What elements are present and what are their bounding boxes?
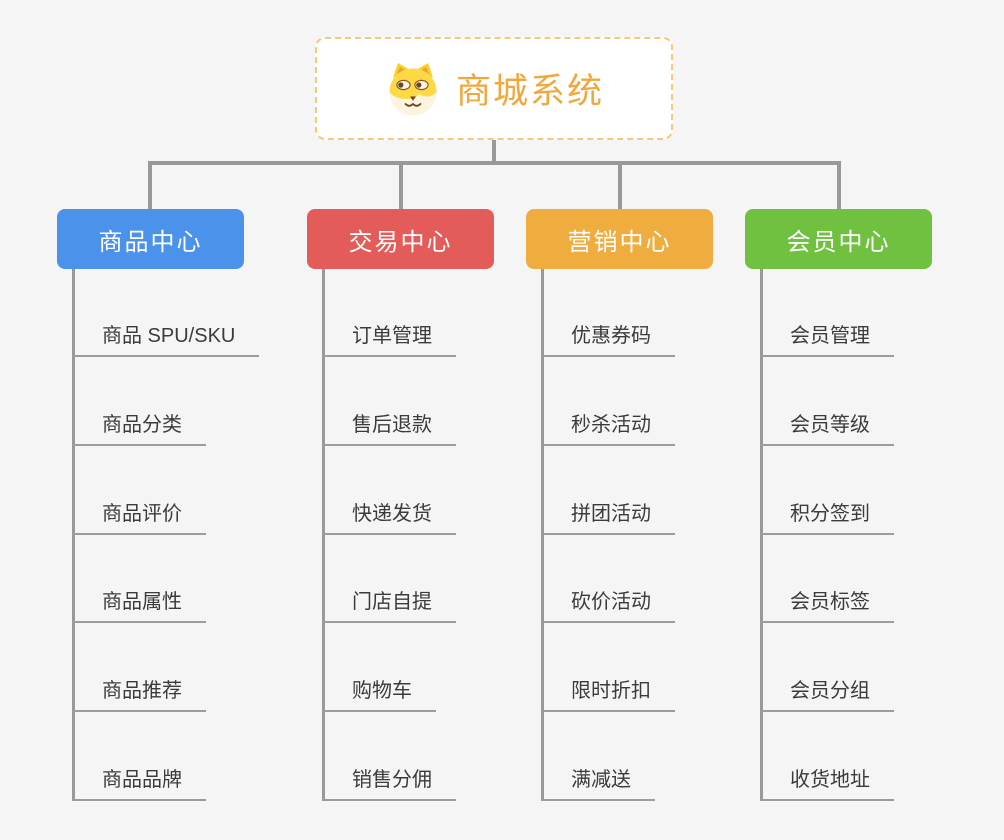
leaf-node[interactable]: 拼团活动: [541, 499, 675, 535]
leaf-node[interactable]: 商品属性: [72, 587, 206, 623]
leaf-node[interactable]: 满减送: [541, 765, 655, 801]
connector-root-stub: [492, 138, 496, 165]
leaf-node[interactable]: 会员等级: [760, 410, 894, 446]
leaf-node[interactable]: 砍价活动: [541, 587, 675, 623]
leaf-node[interactable]: 限时折扣: [541, 676, 675, 712]
leaf-node[interactable]: 商品分类: [72, 410, 206, 446]
leaf-node[interactable]: 商品 SPU/SKU: [72, 321, 260, 357]
leaf-node[interactable]: 积分签到: [760, 499, 894, 535]
leaf-node[interactable]: 商品品牌: [72, 765, 206, 801]
leaf-node[interactable]: 会员标签: [760, 587, 894, 623]
connector-stub-branch-3: [837, 161, 841, 210]
leaf-node[interactable]: 商品推荐: [72, 676, 206, 712]
leaf-node[interactable]: 快递发货: [322, 499, 456, 535]
connector-stub-branch-0: [148, 161, 152, 210]
branch-node-marketing-center[interactable]: 营销中心: [526, 209, 713, 269]
root-title: 商城系统: [455, 72, 604, 111]
leaf-node[interactable]: 优惠券码: [541, 321, 675, 357]
branch-node-product-center[interactable]: 商品中心: [57, 209, 244, 269]
connector-stub-branch-2: [618, 161, 622, 210]
connector-stub-branch-1: [399, 161, 403, 210]
leaf-node[interactable]: 订单管理: [322, 321, 456, 357]
leaf-node[interactable]: 商品评价: [72, 499, 206, 535]
branch-node-member-center[interactable]: 会员中心: [745, 209, 932, 269]
leaf-node[interactable]: 秒杀活动: [541, 410, 675, 446]
shiba-dog-icon: [389, 62, 437, 115]
leaf-node[interactable]: 门店自提: [322, 587, 456, 623]
leaf-node[interactable]: 售后退款: [322, 410, 456, 446]
leaf-node[interactable]: 会员管理: [760, 321, 894, 357]
branch-node-trade-center[interactable]: 交易中心: [307, 209, 494, 269]
connector-horizontal-line: [148, 161, 841, 165]
root-node[interactable]: 商城系统: [315, 37, 673, 140]
leaf-node[interactable]: 购物车: [322, 676, 436, 712]
leaf-node[interactable]: 销售分佣: [322, 765, 456, 801]
leaf-node[interactable]: 收货地址: [760, 765, 894, 801]
leaf-node[interactable]: 会员分组: [760, 676, 894, 712]
